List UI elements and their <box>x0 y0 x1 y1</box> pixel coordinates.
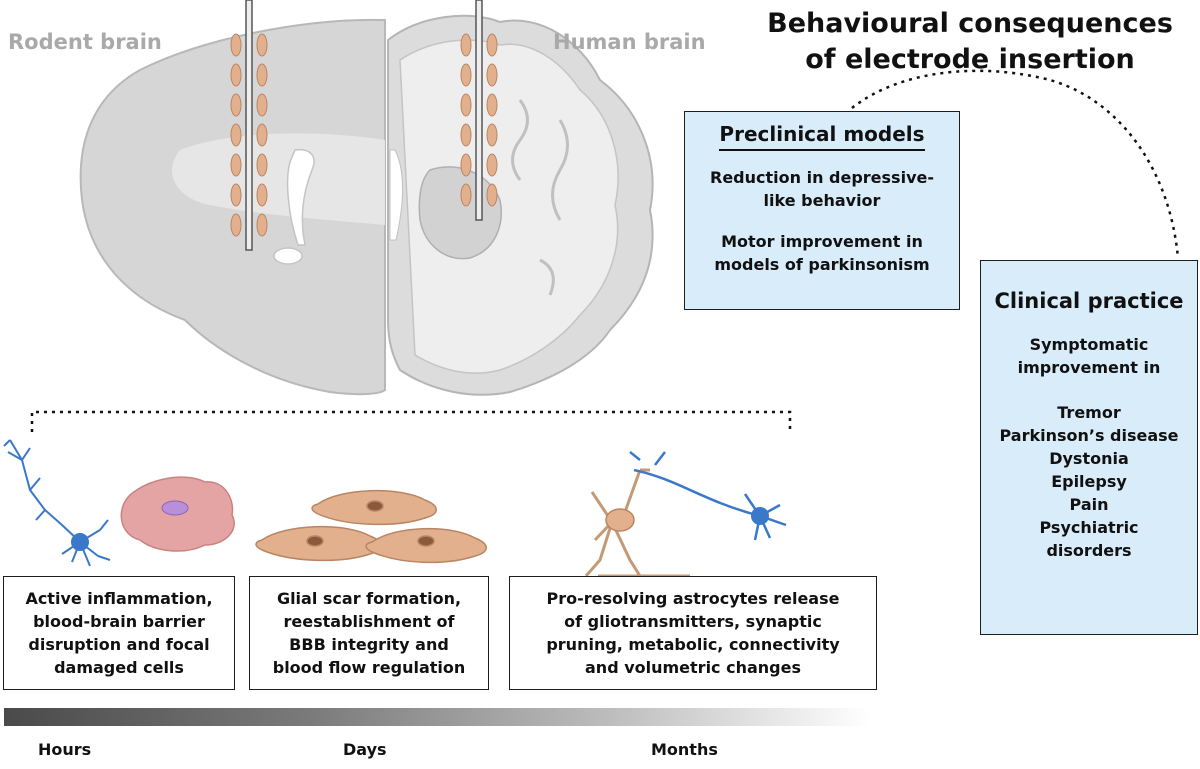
clinical-condition: Tremor <box>1057 403 1121 422</box>
timeline-months-label: Months <box>651 740 718 759</box>
rodent-brain-illustration <box>79 18 386 396</box>
timeline-days-label: Days <box>343 740 387 759</box>
clinical-condition: Parkinson’s disease <box>999 426 1179 445</box>
title-line-1: Behavioural consequences <box>767 8 1173 39</box>
preclinical-item1-line1: Reduction in depressive- <box>710 168 934 187</box>
clinical-condition: Psychiatric <box>1039 518 1139 537</box>
stage-box-hours: Active inflammation, blood-brain barrier… <box>3 576 235 690</box>
clinical-practice-box: Clinical practice Symptomatic improvemen… <box>980 260 1198 635</box>
clinical-intro-line1: Symptomatic <box>1029 335 1149 354</box>
stage-line: blood flow regulation <box>272 658 466 677</box>
timeline-gradient-bar <box>4 708 870 726</box>
human-brain-illustration <box>387 14 654 396</box>
stage-line: Active inflammation, <box>25 589 213 608</box>
preclinical-item2-line1: Motor improvement in <box>721 232 923 251</box>
stage-line: BBB integrity and <box>289 635 449 654</box>
diagram-title: Behavioural consequences of electrode in… <box>760 6 1180 78</box>
stage-line: Pro-resolving astrocytes release <box>546 589 840 608</box>
astrocyte-neuron-illustration <box>584 451 787 578</box>
clinical-intro-line2: improvement in <box>1017 358 1161 377</box>
electrode-right <box>475 0 483 221</box>
stage-line: damaged cells <box>54 658 184 677</box>
stage-line: reestablishment of <box>283 612 455 631</box>
neuron-illustration <box>3 439 111 567</box>
clinical-heading: Clinical practice <box>994 289 1184 313</box>
stage-line: Glial scar formation, <box>276 589 462 608</box>
preclinical-item1-line2: like behavior <box>763 191 881 210</box>
glial-scar-cells <box>255 489 487 564</box>
clinical-condition: disorders <box>1046 541 1132 560</box>
stage-line: blood-brain barrier <box>33 612 205 631</box>
stage-line: disruption and focal <box>28 635 210 654</box>
electrode-left <box>245 0 253 251</box>
preclinical-item2-line2: models of parkinsonism <box>714 255 930 274</box>
stage-box-days: Glial scar formation, reestablishment of… <box>249 576 489 690</box>
dotted-bracket <box>30 410 792 432</box>
timeline-hours-label: Hours <box>38 740 92 759</box>
stage-line: and volumetric changes <box>585 658 801 677</box>
stage-line: pruning, metabolic, connectivity <box>546 635 840 654</box>
microglia-illustration <box>120 476 235 552</box>
preclinical-heading: Preclinical models <box>719 122 925 151</box>
clinical-condition: Pain <box>1069 495 1109 514</box>
stage-line: of gliotransmitters, synaptic <box>564 612 822 631</box>
dotted-arc-connector <box>851 69 1180 259</box>
clinical-condition: Epilepsy <box>1051 472 1127 491</box>
preclinical-models-box: Preclinical models Reduction in depressi… <box>684 111 960 310</box>
rodent-brain-label: Rodent brain <box>8 30 162 54</box>
clinical-condition: Dystonia <box>1049 449 1129 468</box>
title-line-2: of electrode insertion <box>805 44 1135 75</box>
human-brain-label: Human brain <box>553 30 706 54</box>
electrode-cells <box>230 33 498 237</box>
stage-box-months: Pro-resolving astrocytes release of glio… <box>509 576 877 690</box>
